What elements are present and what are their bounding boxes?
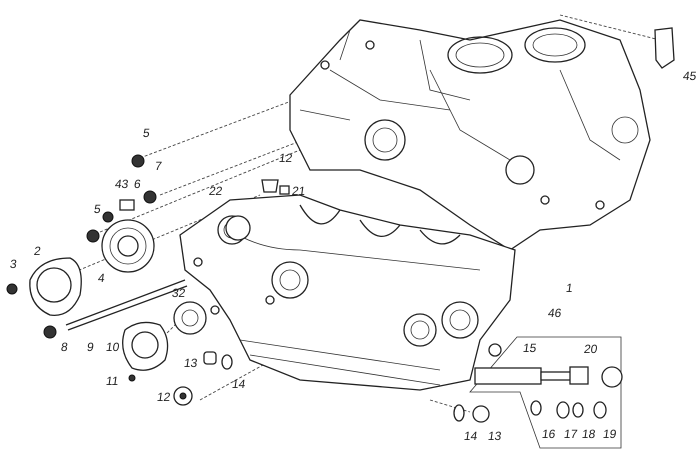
part-label: 2 [33,244,42,258]
small-parts [6,154,490,423]
part-label: 12 [156,390,172,404]
part-label: 19 [602,427,618,441]
part-label: 5 [93,202,102,216]
part-label: 43 [114,177,130,191]
part-label: 13 [183,356,199,370]
part-label: 13 [487,429,503,443]
part-label: 14 [231,377,247,391]
part-label: 32 [171,286,187,300]
part-label: 1 [565,281,574,295]
part-label: 7 [154,159,163,173]
assembly-46 [469,336,623,449]
part-45 [654,27,675,69]
lower-crankcase [179,194,516,391]
part-label: 4 [97,271,106,285]
part-label: 6 [133,177,142,191]
part-label: 15 [522,341,538,355]
part-label: 5 [142,126,151,140]
part-label: 22 [208,184,224,198]
upper-crankcase [289,19,651,251]
part-label: 14 [463,429,479,443]
part-label: 3 [9,257,18,271]
part-label: 9 [86,340,95,354]
part-label: 20 [583,342,599,356]
part-label: 17 [563,427,579,441]
part-label: 21 [291,184,307,198]
part-label: 12 [278,151,294,165]
part-label: 16 [541,427,557,441]
part-label: 46 [547,306,563,320]
part-label: 45 [682,69,698,83]
part-label: 11 [105,374,120,388]
part-label: 8 [60,340,69,354]
part-label: 10 [105,340,121,354]
part-label: 18 [581,427,597,441]
